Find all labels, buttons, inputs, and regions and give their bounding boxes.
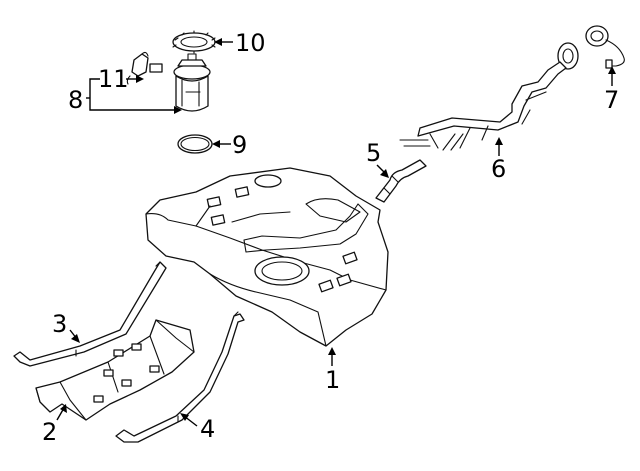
callout-1: 1 xyxy=(325,366,340,394)
filler-neck-part xyxy=(399,42,579,151)
callout-7: 7 xyxy=(604,86,619,114)
callout-6: 6 xyxy=(491,155,506,183)
fuel-cap-part xyxy=(585,25,625,69)
right-strap-part xyxy=(115,311,245,443)
leader-lines xyxy=(56,38,616,427)
callout-10: 10 xyxy=(235,29,266,57)
vapor-hose-part xyxy=(375,159,427,203)
heat-shield-part xyxy=(35,319,195,421)
callout-9: 9 xyxy=(232,131,247,159)
callout-11: 11 xyxy=(98,65,129,93)
callout-labels: 10 9 11 8 7 6 5 1 3 2 4 xyxy=(42,29,619,446)
callout-3: 3 xyxy=(52,310,67,338)
gasket-part xyxy=(177,134,213,154)
callout-5: 5 xyxy=(366,139,381,167)
left-strap-part xyxy=(13,261,167,367)
callout-2: 2 xyxy=(42,418,57,446)
fuel-tank-part xyxy=(145,167,389,347)
fuel-level-sender-part xyxy=(126,51,163,85)
callout-4: 4 xyxy=(200,415,215,443)
callout-8: 8 xyxy=(68,86,83,114)
fuel-pump-module-part xyxy=(173,53,211,112)
lock-ring-part xyxy=(172,30,216,54)
